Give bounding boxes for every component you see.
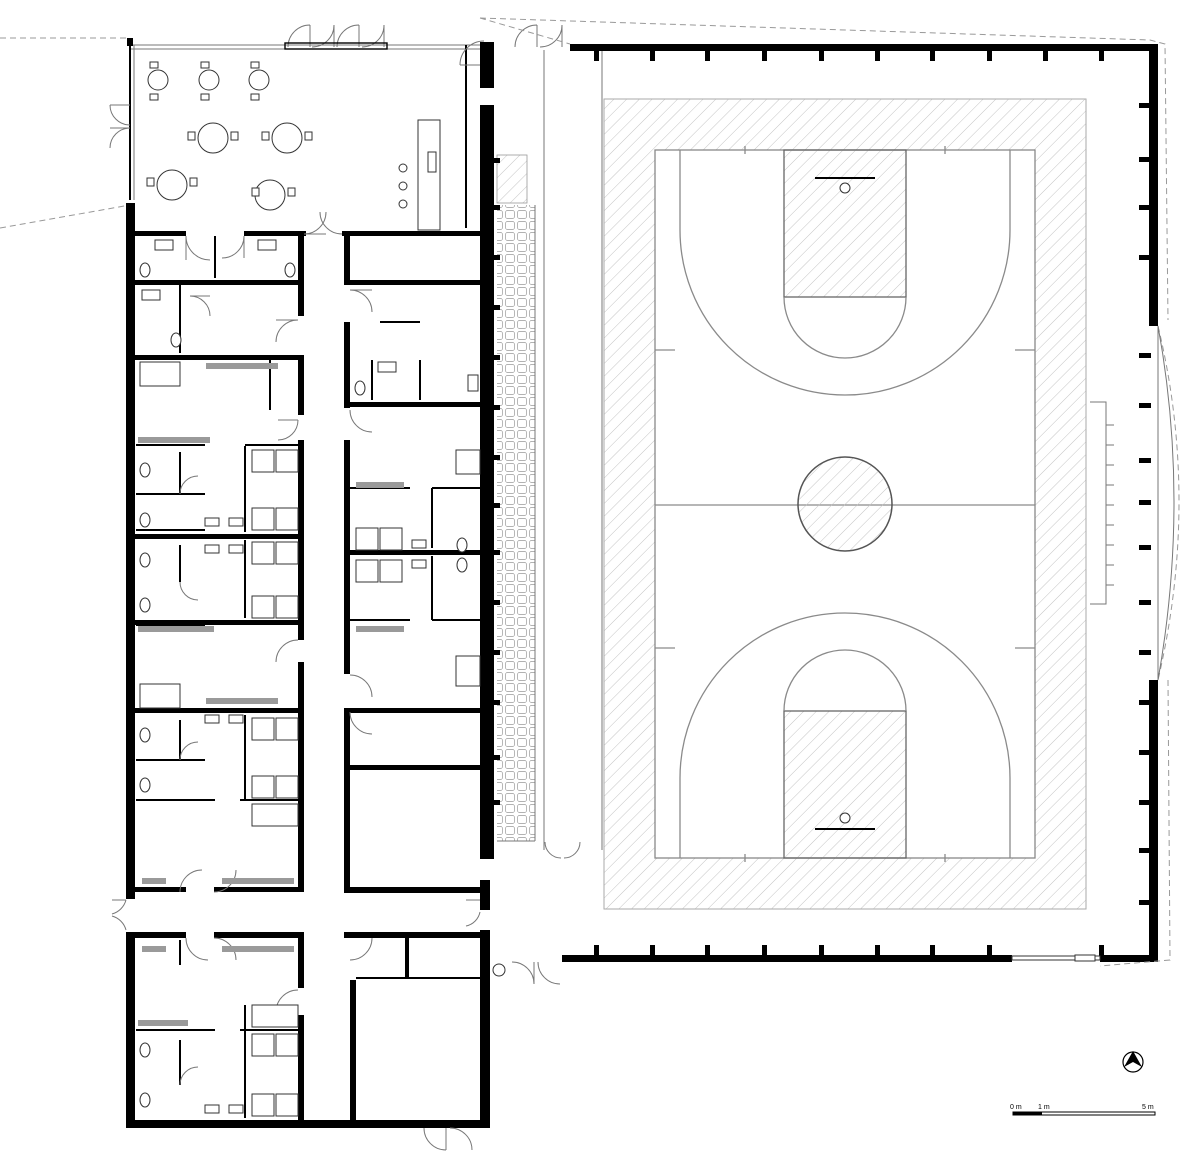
north-arrow-icon [1122,1051,1144,1073]
toilet-fixtures [139,262,468,1108]
spectator-stands [496,50,603,850]
cafe-area [0,24,485,231]
basketball-court [603,98,1087,910]
changing-rooms-wing [111,42,581,1151]
cafe-tables [146,61,313,211]
scale-label-5: 5 m [1142,1104,1154,1111]
scale-bar: 0 m 1 m 5 m [1010,1104,1156,1116]
scale-label-0: 0 m [1010,1104,1022,1111]
bench-fixtures [138,363,404,1026]
sports-hall [479,17,1180,977]
shower-fixtures [139,361,481,1117]
scale-label-1: 1 m [1038,1104,1050,1111]
sink-fixtures [141,239,479,1114]
